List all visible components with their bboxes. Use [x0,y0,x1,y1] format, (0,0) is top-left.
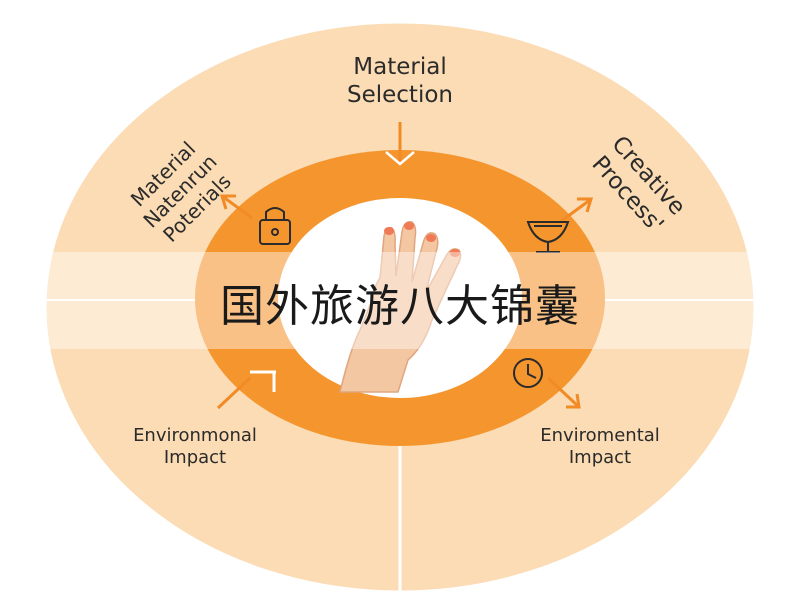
label-environmental-impact-right: Enviromental Impact [540,425,660,468]
arrow-icon [219,194,253,220]
label-environmental-impact-left: Environmonal Impact [133,425,257,468]
arrow-icon [385,122,415,166]
trophy-cup-icon [526,221,570,253]
arrow-icon [546,376,581,409]
clock-icon [513,358,543,388]
banner-title: 国外旅游八大锦囊 [220,281,580,332]
title-banner [0,252,800,349]
arrow-icon [559,197,594,224]
hand-icon [339,220,462,393]
lock-icon [259,207,291,245]
arrow-icon [216,370,276,410]
label-material-selection: Material Selection [347,54,453,108]
